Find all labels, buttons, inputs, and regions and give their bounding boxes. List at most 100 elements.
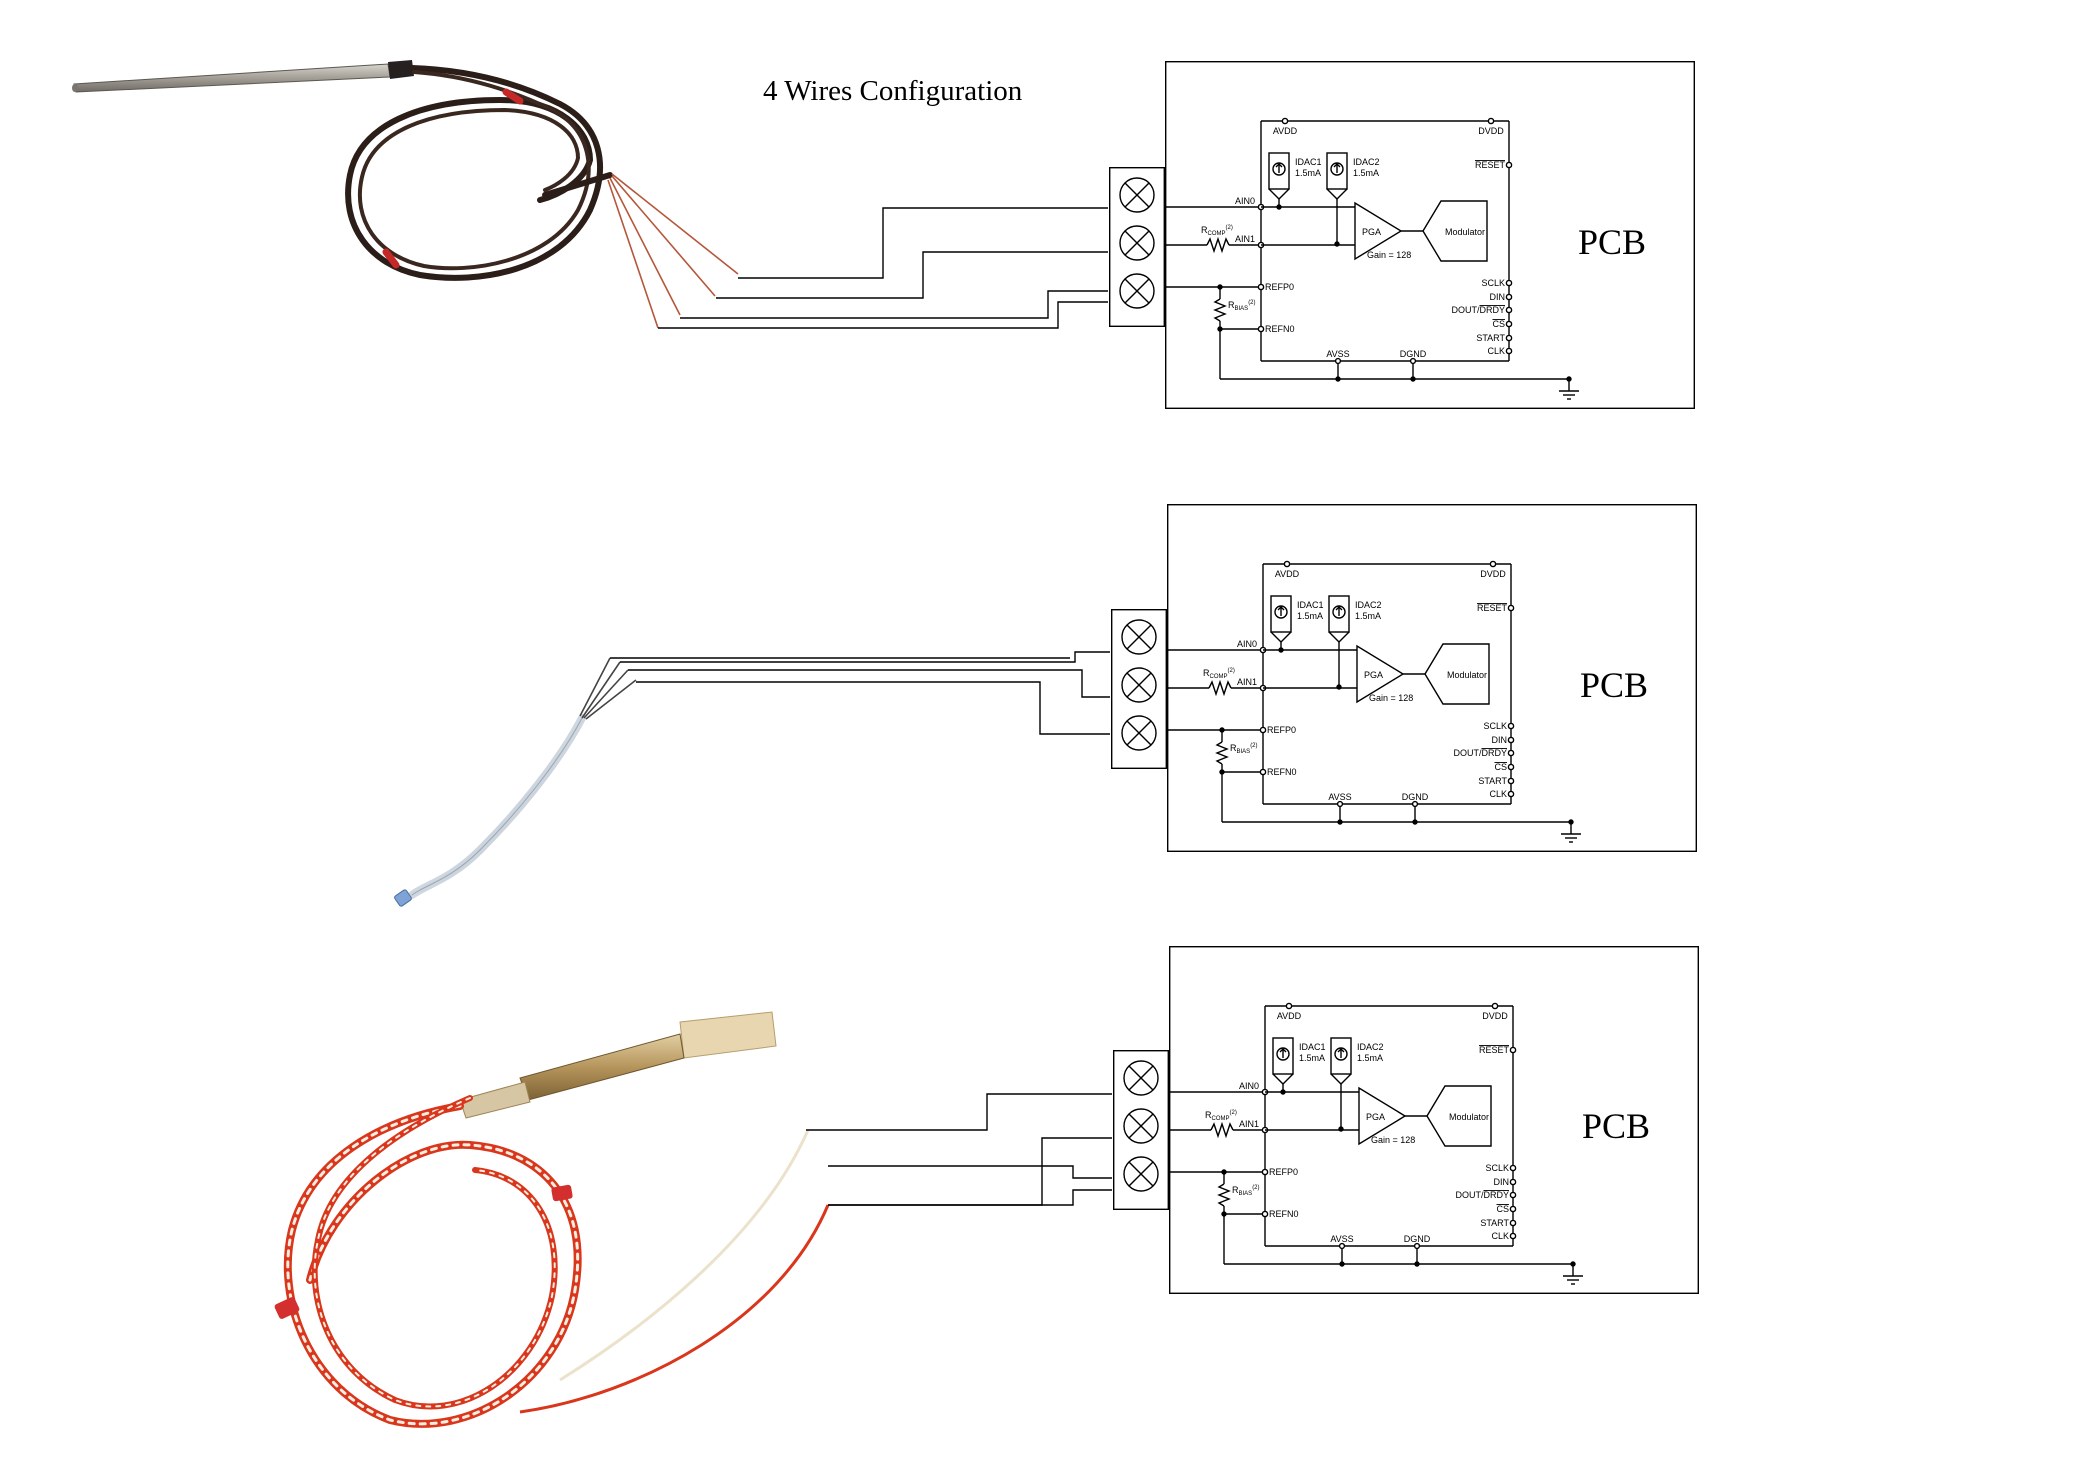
idac1-label: IDAC1 (1297, 600, 1324, 610)
reset-pin-label: RESET (1477, 603, 1508, 613)
reset-pin-label: RESET (1475, 160, 1506, 170)
idac2-label: IDAC2 (1357, 1042, 1384, 1052)
dout-label: DOUT/ (1453, 748, 1481, 758)
sclk-pin-label: SCLK (1483, 721, 1507, 731)
rbias-sup: (2) (1250, 743, 1257, 749)
pcb-label-3: PCB (1582, 1106, 1650, 1146)
drdy-label: DRDY (1481, 748, 1507, 758)
dvdd-pin-label: DVDD (1480, 569, 1506, 579)
avdd-pin-label: AVDD (1273, 126, 1298, 136)
ain0-pin-label: AIN0 (1237, 639, 1257, 649)
idac2-value-label: 1.5mA (1355, 611, 1381, 621)
modulator-label: Modulator (1445, 227, 1485, 237)
gain-label: Gain = 128 (1371, 1135, 1415, 1145)
idac1-label: IDAC1 (1299, 1042, 1326, 1052)
dout-label: DOUT/ (1455, 1190, 1483, 1200)
rbias-sub: BIAS (1235, 306, 1249, 312)
modulator-label: Modulator (1449, 1112, 1489, 1122)
rcomp-sub: COMP (1210, 674, 1228, 680)
rbias-r: R (1230, 743, 1237, 753)
cs-pin-label: CS (1492, 319, 1505, 329)
refp0-pin-label: REFP0 (1269, 1167, 1298, 1177)
rbias-sup: (2) (1252, 1185, 1259, 1191)
pga-label: PGA (1364, 670, 1383, 680)
refp0-pin-label: REFP0 (1267, 725, 1296, 735)
clk-pin-label: CLK (1487, 346, 1505, 356)
dout-drdy-pin-label: DOUT/DRDY (1451, 305, 1505, 315)
pga-label: PGA (1362, 227, 1381, 237)
start-pin-label: START (1476, 333, 1505, 343)
rcomp-sub: COMP (1208, 231, 1226, 237)
refn0-pin-label: REFN0 (1265, 324, 1295, 334)
idac2-value-label: 1.5mA (1357, 1053, 1383, 1063)
rcomp-label: RCOMP(2) (1205, 1110, 1237, 1122)
drdy-label: DRDY (1479, 305, 1505, 315)
cs-pin-label: CS (1496, 1204, 1509, 1214)
dout-drdy-pin-label: DOUT/DRDY (1453, 748, 1507, 758)
dgnd-pin-label: DGND (1404, 1234, 1431, 1244)
clk-pin-label: CLK (1489, 789, 1507, 799)
panel-2 (394, 504, 1698, 907)
wires-panel-2 (610, 651, 1110, 735)
rcomp-r: R (1203, 668, 1210, 678)
rcomp-sup: (2) (1228, 668, 1235, 674)
rtd-probe-cable (72, 60, 739, 329)
panel-3 (274, 946, 1700, 1428)
avdd-pin-label: AVDD (1275, 569, 1300, 579)
rbias-sup: (2) (1248, 300, 1255, 306)
rcomp-sup: (2) (1230, 1110, 1237, 1116)
ain1-pin-label: AIN1 (1237, 677, 1257, 687)
avss-pin-label: AVSS (1330, 1234, 1353, 1244)
ain1-pin-label: AIN1 (1239, 1119, 1259, 1129)
rcomp-r: R (1205, 1110, 1212, 1120)
avss-pin-label: AVSS (1326, 349, 1349, 359)
rcomp-label: RCOMP(2) (1203, 668, 1235, 680)
dgnd-pin-label: DGND (1400, 349, 1427, 359)
din-pin-label: DIN (1492, 735, 1508, 745)
cs-pin-label: CS (1494, 762, 1507, 772)
wires-panel-3 (806, 1093, 1112, 1206)
terminal-block-1 (1108, 166, 1166, 327)
idac1-label: IDAC1 (1295, 157, 1322, 167)
rbias-label: RBIAS(2) (1228, 300, 1256, 312)
panel-1 (72, 60, 1696, 410)
idac1-value-label: 1.5mA (1299, 1053, 1325, 1063)
din-pin-label: DIN (1494, 1177, 1510, 1187)
pcb-label-2: PCB (1580, 665, 1648, 705)
modulator-label: Modulator (1447, 670, 1487, 680)
ain0-pin-label: AIN0 (1235, 196, 1255, 206)
pga-label: PGA (1366, 1112, 1385, 1122)
sclk-pin-label: SCLK (1485, 1163, 1509, 1173)
refn0-pin-label: REFN0 (1269, 1209, 1299, 1219)
avdd-pin-label: AVDD (1277, 1011, 1302, 1021)
rcomp-sub: COMP (1212, 1116, 1230, 1122)
ain1-pin-label: AIN1 (1235, 234, 1255, 244)
rcomp-label: RCOMP(2) (1201, 225, 1233, 237)
refp0-pin-label: REFP0 (1265, 282, 1294, 292)
clk-pin-label: CLK (1491, 1231, 1509, 1241)
idac2-value-label: 1.5mA (1353, 168, 1379, 178)
gain-label: Gain = 128 (1369, 693, 1413, 703)
dvdd-pin-label: DVDD (1478, 126, 1504, 136)
rbias-r: R (1232, 1185, 1239, 1195)
reset-pin-label: RESET (1479, 1045, 1510, 1055)
idac1-value-label: 1.5mA (1295, 168, 1321, 178)
avss-pin-label: AVSS (1328, 792, 1351, 802)
idac2-label: IDAC2 (1355, 600, 1382, 610)
sclk-pin-label: SCLK (1481, 278, 1505, 288)
dgnd-pin-label: DGND (1402, 792, 1429, 802)
drdy-label: DRDY (1483, 1190, 1509, 1200)
dout-label: DOUT/ (1451, 305, 1479, 315)
start-pin-label: START (1480, 1218, 1509, 1228)
gain-label: Gain = 128 (1367, 250, 1411, 260)
rcomp-sup: (2) (1226, 225, 1233, 231)
pcb-label-1: PCB (1578, 222, 1646, 262)
ain0-pin-label: AIN0 (1239, 1081, 1259, 1091)
refn0-pin-label: REFN0 (1267, 767, 1297, 777)
rbias-sub: BIAS (1239, 1191, 1253, 1197)
terminal-block-2 (1110, 609, 1168, 769)
din-pin-label: DIN (1490, 292, 1506, 302)
